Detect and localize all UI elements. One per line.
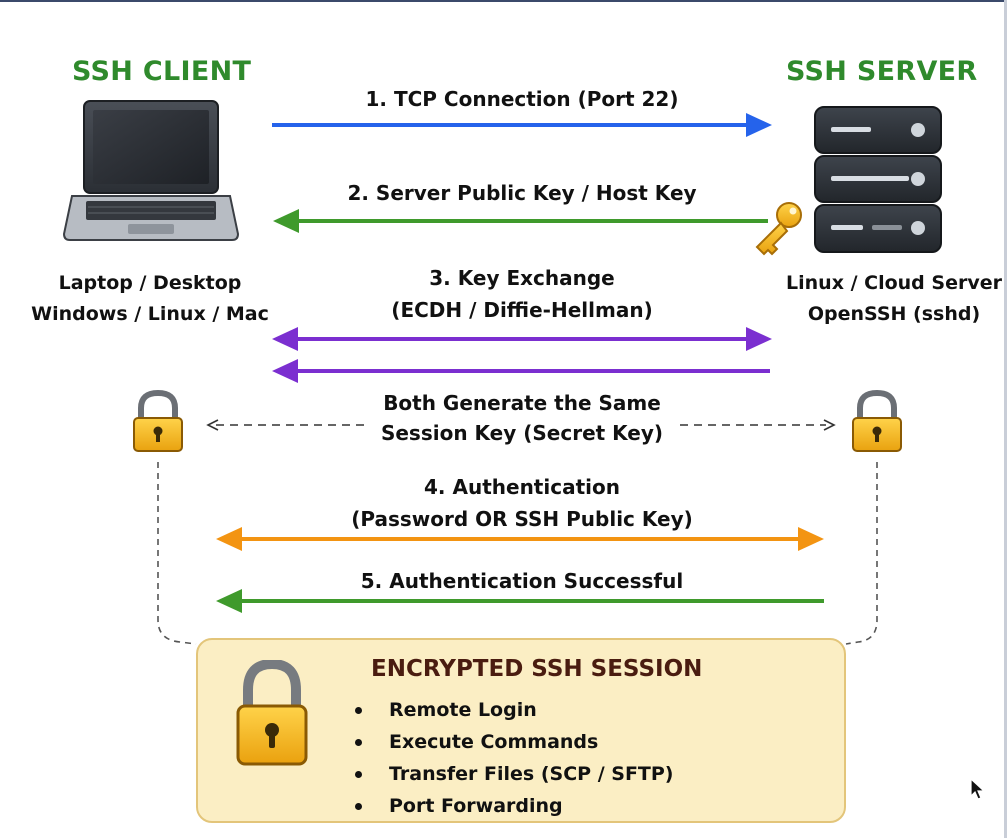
mouse-cursor-icon [970,778,986,800]
step-5-label: 5. Authentication Successful [360,569,684,593]
list-item: Execute Commands [353,726,674,758]
server-lock-icon [852,389,902,452]
session-key-label-line2: Session Key (Secret Key) [380,421,664,445]
client-lock-icon [133,389,183,452]
list-item: Transfer Files (SCP / SFTP) [353,758,674,790]
laptop-icon [62,100,240,241]
arrow-step-1 [272,113,772,137]
session-lock-icon [236,660,308,766]
step-2-label: 2. Server Public Key / Host Key [347,181,697,205]
arrow-step-4 [216,527,824,551]
server-icon [814,106,942,253]
session-features-list: Remote Login Execute Commands Transfer F… [353,694,674,822]
key-icon [755,202,802,256]
step-3-sublabel: (ECDH / Diffie-Hellman) [391,298,653,322]
session-key-label-line1: Both Generate the Same [383,391,661,415]
arrow-step-2 [273,209,768,233]
server-title: SSH SERVER [786,56,978,87]
step-4-label: 4. Authentication [424,475,620,499]
client-caption-line1: Laptop / Desktop [58,272,242,294]
step-4-sublabel: (Password OR SSH Public Key) [351,507,693,531]
server-caption-line1: Linux / Cloud Server [786,272,1002,294]
session-title: ENCRYPTED SSH SESSION [371,656,703,682]
client-title: SSH CLIENT [72,56,252,87]
session-key-dashed-arrows [206,419,836,431]
lock-connector-lines [157,462,878,645]
step-3-label: 3. Key Exchange [429,266,615,290]
step-1-label: 1. TCP Connection (Port 22) [365,87,679,111]
arrow-step-5 [216,589,824,613]
window-top-border [0,0,1007,2]
server-caption-line2: OpenSSH (sshd) [807,303,981,325]
client-caption-line2: Windows / Linux / Mac [31,303,269,325]
encrypted-session-panel: ENCRYPTED SSH SESSION Remote Login Execu… [196,638,846,823]
list-item: Remote Login [353,694,674,726]
arrow-step-3 [272,327,772,383]
scrollbar-edge [1004,0,1007,838]
list-item: Port Forwarding [353,790,674,822]
